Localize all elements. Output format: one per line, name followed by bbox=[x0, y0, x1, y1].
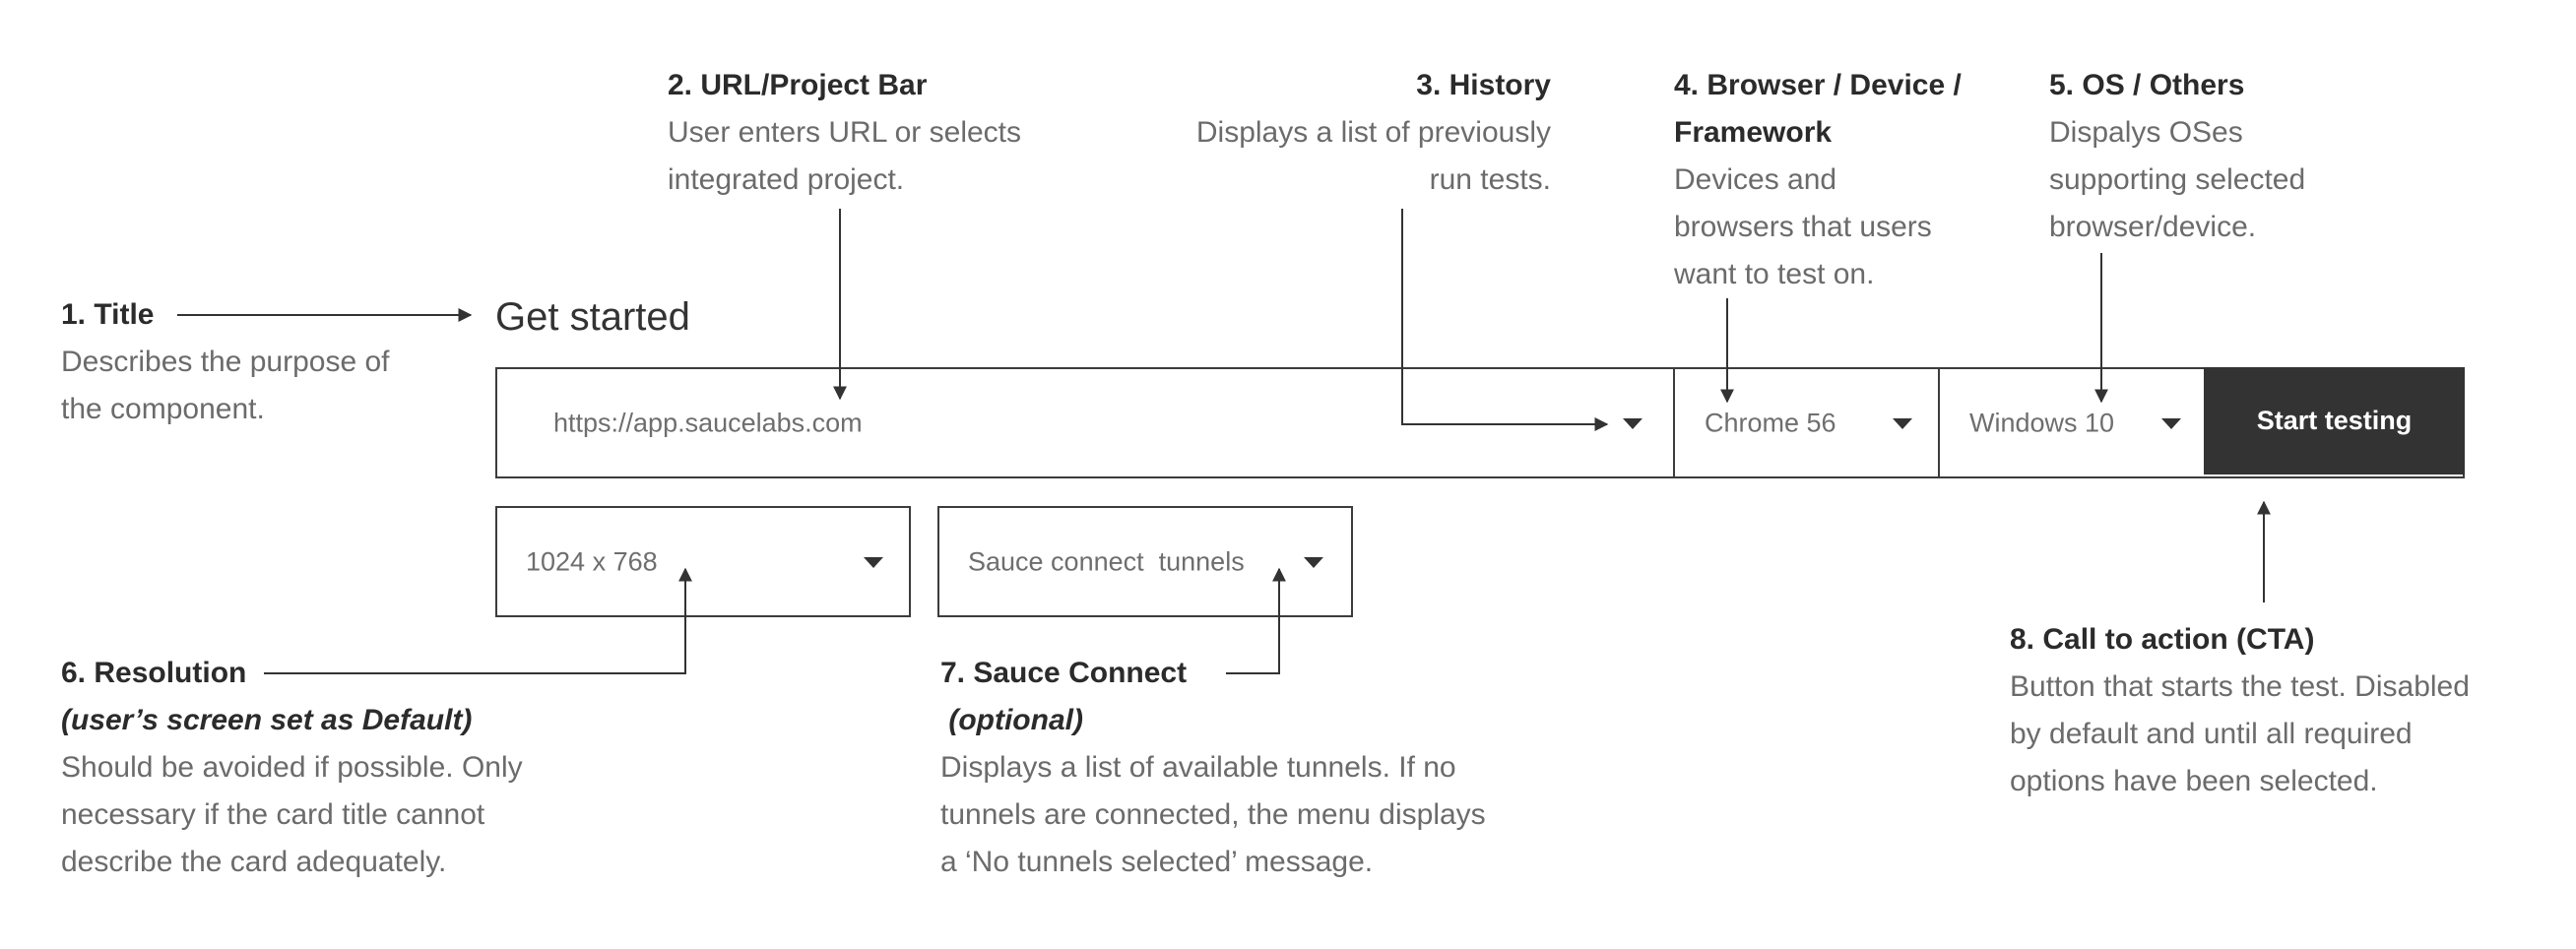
annotation-title-heading: 1. Title bbox=[61, 298, 155, 331]
annotation-history-heading: 3. History bbox=[1416, 69, 1551, 101]
annotation-os-desc-1: Dispalys OSes bbox=[2049, 116, 2243, 149]
annotation-url-desc-1: User enters URL or selects bbox=[668, 116, 1022, 149]
annotation-sauce-connect-heading: 7. Sauce Connect bbox=[940, 657, 1188, 689]
annotation-url-desc-2: integrated project. bbox=[668, 163, 905, 196]
annotation-browser-heading-1: 4. Browser / Device / bbox=[1674, 69, 1962, 101]
annotation-url: 2. URL/Project Bar User enters URL or se… bbox=[668, 62, 1121, 204]
test-config-bar: https://app.saucelabs.com Chrome 56 Wind… bbox=[495, 367, 2465, 478]
annotation-resolution: 6. Resolution (user’s screen set as Defa… bbox=[61, 650, 612, 886]
annotation-browser-heading-2: Framework bbox=[1674, 116, 1833, 149]
resolution-chevron-down-icon bbox=[864, 556, 883, 568]
annotation-os-desc-3: browser/device. bbox=[2049, 211, 2257, 243]
annotation-history: 3. History Displays a list of previously… bbox=[1063, 62, 1551, 204]
tunnel-select-value: Sauce connect tunnels bbox=[968, 546, 1245, 576]
annotation-cta: 8. Call to action (CTA) Button that star… bbox=[2010, 616, 2561, 805]
annotation-browser-desc-2: browsers that users bbox=[1674, 211, 1932, 243]
annotation-cta-desc-2: by default and until all required bbox=[2010, 718, 2413, 750]
annotation-history-desc-1: Displays a list of previously bbox=[1195, 116, 1551, 149]
annotation-sauce-connect: 7. Sauce Connect (optional) Displays a l… bbox=[940, 650, 1571, 886]
page-title: Get started bbox=[495, 295, 690, 339]
url-input-value: https://app.saucelabs.com bbox=[553, 408, 863, 437]
annotation-history-desc-2: run tests. bbox=[1429, 163, 1551, 196]
os-select-value: Windows 10 bbox=[1969, 408, 2115, 437]
annotation-resolution-desc-1: Should be avoided if possible. Only bbox=[61, 751, 523, 784]
annotation-cta-desc-3: options have been selected. bbox=[2010, 765, 2378, 797]
annotation-resolution-subheading: (user’s screen set as Default) bbox=[61, 704, 473, 736]
annotation-title: 1. Title Describes the purpose of the co… bbox=[61, 291, 455, 433]
annotation-title-desc-1: Describes the purpose of bbox=[61, 346, 390, 378]
history-chevron-down-icon[interactable] bbox=[1623, 417, 1642, 429]
start-testing-button[interactable]: Start testing bbox=[2204, 367, 2465, 474]
browser-select-value: Chrome 56 bbox=[1705, 408, 1836, 437]
annotation-sauce-connect-subheading: (optional) bbox=[940, 704, 1083, 736]
resolution-select[interactable]: 1024 x 768 bbox=[495, 506, 911, 617]
annotation-os: 5. OS / Others Dispalys OSes supporting … bbox=[2049, 62, 2374, 251]
os-chevron-down-icon bbox=[2161, 417, 2181, 429]
annotation-browser-desc-3: want to test on. bbox=[1674, 258, 1875, 290]
os-select[interactable]: Windows 10 bbox=[1940, 369, 2204, 476]
annotation-browser: 4. Browser / Device / Framework Devices … bbox=[1674, 62, 2029, 298]
annotation-resolution-desc-2: necessary if the card title cannot bbox=[61, 798, 485, 831]
url-input[interactable]: https://app.saucelabs.com bbox=[497, 369, 1675, 476]
tunnel-chevron-down-icon bbox=[1304, 556, 1323, 568]
annotation-url-heading: 2. URL/Project Bar bbox=[668, 69, 928, 101]
annotation-browser-desc-1: Devices and bbox=[1674, 163, 1837, 196]
annotation-cta-desc-1: Button that starts the test. Disabled bbox=[2010, 670, 2470, 703]
annotation-sauce-connect-desc-2: tunnels are connected, the menu displays bbox=[940, 798, 1486, 831]
tunnel-select[interactable]: Sauce connect tunnels bbox=[937, 506, 1353, 617]
annotation-cta-heading: 8. Call to action (CTA) bbox=[2010, 623, 2315, 656]
annotation-os-desc-2: supporting selected bbox=[2049, 163, 2306, 196]
browser-select[interactable]: Chrome 56 bbox=[1675, 369, 1940, 476]
resolution-select-value: 1024 x 768 bbox=[526, 546, 658, 576]
annotation-resolution-desc-3: describe the card adequately. bbox=[61, 846, 447, 878]
annotation-sauce-connect-desc-3: a ‘No tunnels selected’ message. bbox=[940, 846, 1374, 878]
annotation-sauce-connect-desc-1: Displays a list of available tunnels. If… bbox=[940, 751, 1456, 784]
browser-chevron-down-icon bbox=[1893, 417, 1912, 429]
annotation-os-heading: 5. OS / Others bbox=[2049, 69, 2245, 101]
annotation-title-desc-2: the component. bbox=[61, 393, 265, 425]
annotation-resolution-heading: 6. Resolution bbox=[61, 657, 247, 689]
